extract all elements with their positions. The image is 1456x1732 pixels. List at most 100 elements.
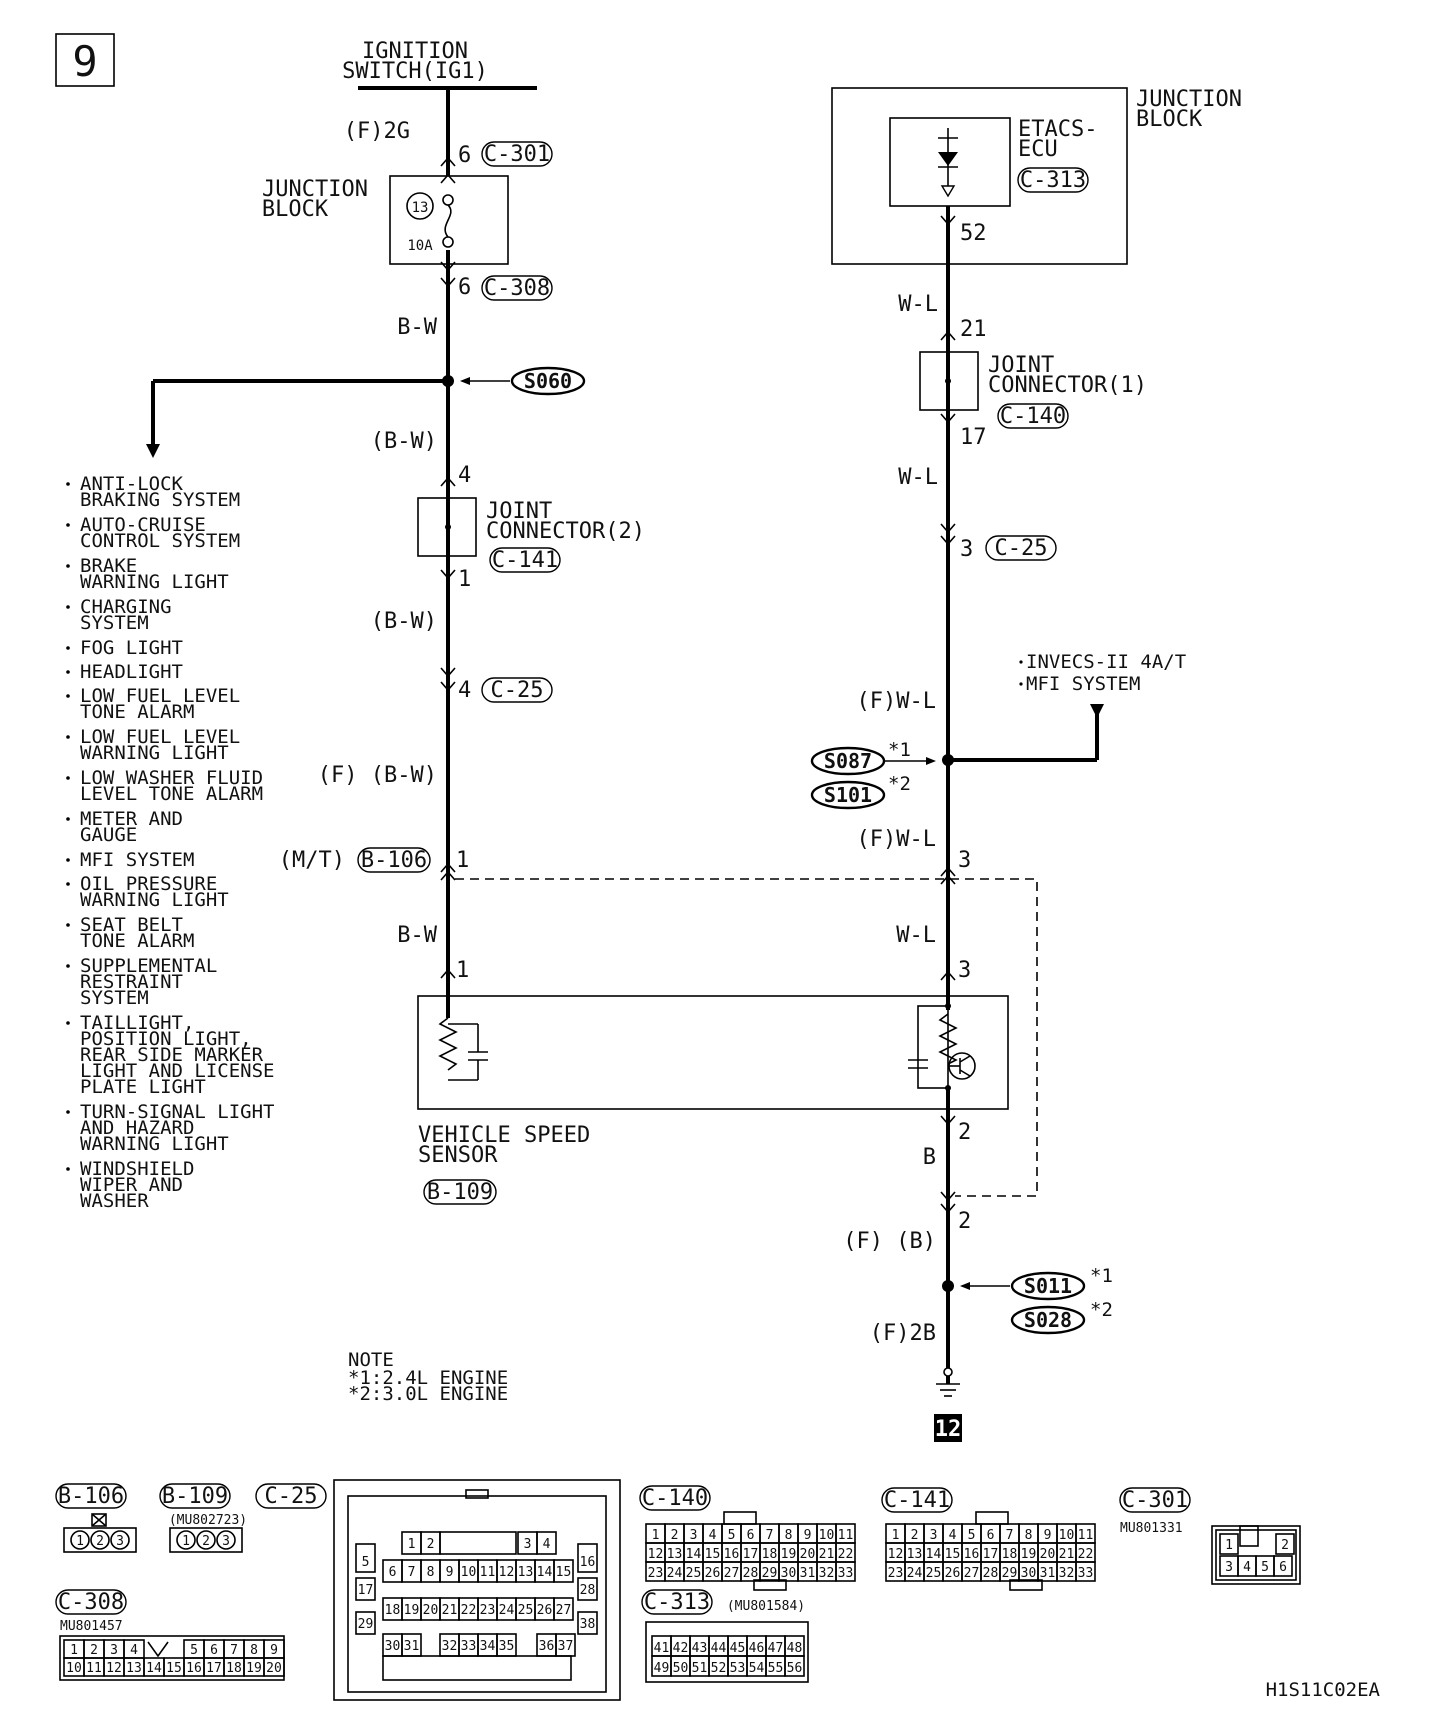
conn-view-c25-pin: 8 (427, 1565, 435, 1580)
conn-view-c140-pin: 29 (762, 1566, 778, 1581)
splice-s028-note: *2 (1090, 1299, 1113, 1321)
branch-list-line: SUPPLEMENTAL (80, 955, 217, 977)
splice-s087: S087 (824, 749, 872, 773)
conn-view-c141-pin: 22 (1078, 1547, 1094, 1562)
splice-oval-s028 (1010, 1305, 1086, 1335)
conn-view-c25-pin: 34 (480, 1639, 496, 1654)
conn-view-c140-pin: 32 (819, 1566, 835, 1581)
conn-view-c25-pin: 36 (539, 1639, 555, 1654)
splice-s101: S101 (824, 783, 872, 807)
conn-view-c140-pin: 10 (819, 1528, 835, 1543)
fuse-terminal-bottom (442, 236, 454, 248)
conn-view-c308-pin: 8 (250, 1643, 258, 1658)
conn-view-c140-pin: 14 (686, 1547, 702, 1562)
conn-view-c313-pin: 54 (749, 1661, 765, 1676)
wire-color-fwl-2: (F)W-L (857, 827, 936, 852)
pin-sensor-out: 2 (958, 1120, 971, 1145)
conn-view-c140-pin: 8 (785, 1528, 793, 1543)
branch-list-line: TAILLIGHT, (80, 1012, 194, 1034)
conn-view-b106-pin: 3 (116, 1534, 124, 1549)
branch-list-line: METER AND (80, 808, 183, 830)
conn-view-c141-pin: 10 (1059, 1528, 1075, 1543)
conn-c25-right-label: C-25 (995, 536, 1048, 561)
splice-s011-note: *1 (1090, 1265, 1113, 1287)
note-title: NOTE (348, 1349, 394, 1371)
conn-view-c25-pin: 5 (362, 1555, 370, 1570)
conn-view-c141-pin: 14 (926, 1547, 942, 1562)
splice-s087-note: *1 (888, 739, 911, 761)
conn-view-c141-pin: 31 (1040, 1566, 1056, 1581)
sensor-box (417, 995, 1009, 1110)
conn-view-c25-pin: 29 (358, 1617, 374, 1632)
conn-view-c140-pin: 7 (766, 1528, 774, 1543)
wire-color-bw-3: (B-W) (371, 609, 437, 634)
conn-view-badge-c141 (881, 1487, 953, 1513)
pin-b106-left: 1 (456, 848, 469, 873)
conn-view-c25-pin: 18 (385, 1603, 401, 1618)
conn-view-c141-pin: 12 (888, 1547, 904, 1562)
conn-view-c25-pin: 26 (537, 1603, 553, 1618)
conn-view-c301-pin: 3 (1225, 1560, 1233, 1575)
branch-item-1: INVECS-II 4A/T (1026, 651, 1186, 673)
splice-pointer-arrow-icon-2 (926, 757, 936, 765)
conn-view-c308-pin: 18 (226, 1661, 242, 1676)
fuse-number-circle (406, 192, 434, 220)
conn-view-c308-pin: 11 (86, 1661, 102, 1676)
pin-top: 6 (458, 143, 471, 168)
conn-view-c140-pin: 21 (819, 1547, 835, 1562)
wire-color-b: B (923, 1145, 936, 1170)
conn-view-c301-pin: 5 (1261, 1560, 1269, 1575)
branch-list-line: OIL PRESSURE (80, 873, 217, 895)
pin-b106-right: 3 (958, 848, 971, 873)
conn-c141-label: C-141 (492, 548, 558, 573)
conn-view-c313-pin: 56 (787, 1661, 803, 1676)
conn-view-badge-c301 (1119, 1487, 1191, 1513)
branch-list-line: TONE ALARM (80, 701, 194, 723)
branch-list-item: FOG LIGHT (66, 637, 183, 659)
fuse-icon (444, 204, 452, 238)
conn-view-c141-pin: 26 (945, 1566, 961, 1581)
conn-view-c308-pin: 6 (210, 1643, 218, 1658)
branch-list-line: TONE ALARM (80, 930, 194, 952)
conn-view-c25-pin: 20 (423, 1603, 439, 1618)
conn-view-c141-pin: 5 (968, 1528, 976, 1543)
conn-view-c313-pin: 49 (654, 1661, 670, 1676)
branch-list-line: LOW WASHER FLUID (80, 767, 263, 789)
conn-badge-b109 (423, 1179, 497, 1205)
conn-view-c301-pin: 4 (1243, 1560, 1251, 1575)
conn-view-c313-pin: 48 (787, 1641, 803, 1656)
conn-view-c140-pin: 28 (743, 1566, 759, 1581)
sensor-label-2: SENSOR (418, 1143, 498, 1168)
conn-view-c140-pin: 2 (671, 1528, 679, 1543)
conn-view-c140-pin: 3 (690, 1528, 698, 1543)
wire-color-fbw: (F) (B-W) (318, 763, 437, 788)
conn-view-c308-part: MU801457 (60, 1619, 123, 1634)
conn-view-c25-pin: 9 (446, 1565, 454, 1580)
conn-view-c141-pin: 30 (1021, 1566, 1037, 1581)
conn-view-c25-pin: 13 (518, 1565, 534, 1580)
conn-view-c25-pin: 38 (580, 1617, 596, 1632)
ecu-label-2: ECU (1018, 137, 1058, 162)
conn-view-c140-pin: 18 (762, 1547, 778, 1562)
ground-page-ref-box (934, 1414, 962, 1442)
conn-view-c140-pin: 16 (724, 1547, 740, 1562)
ignition-switch-label-2: SWITCH(IG1) (342, 59, 488, 84)
vehicle-speed-sensor: VEHICLE SPEED SENSOR B-109 (417, 995, 1009, 1205)
conn-view-c308-pin: 13 (126, 1661, 142, 1676)
conn-view-c140-pin: 13 (667, 1547, 683, 1562)
conn-view-c140-pin: 19 (781, 1547, 797, 1562)
conn-view-c25-pin: 11 (480, 1565, 496, 1580)
conn-view-c308-pin: 15 (166, 1661, 182, 1676)
splice-s060: S060 (524, 369, 572, 393)
wire-code-2b: (F)2B (870, 1321, 936, 1346)
branch-list-line: WARNING LIGHT (80, 1133, 229, 1155)
resistor-icon (438, 1017, 458, 1071)
